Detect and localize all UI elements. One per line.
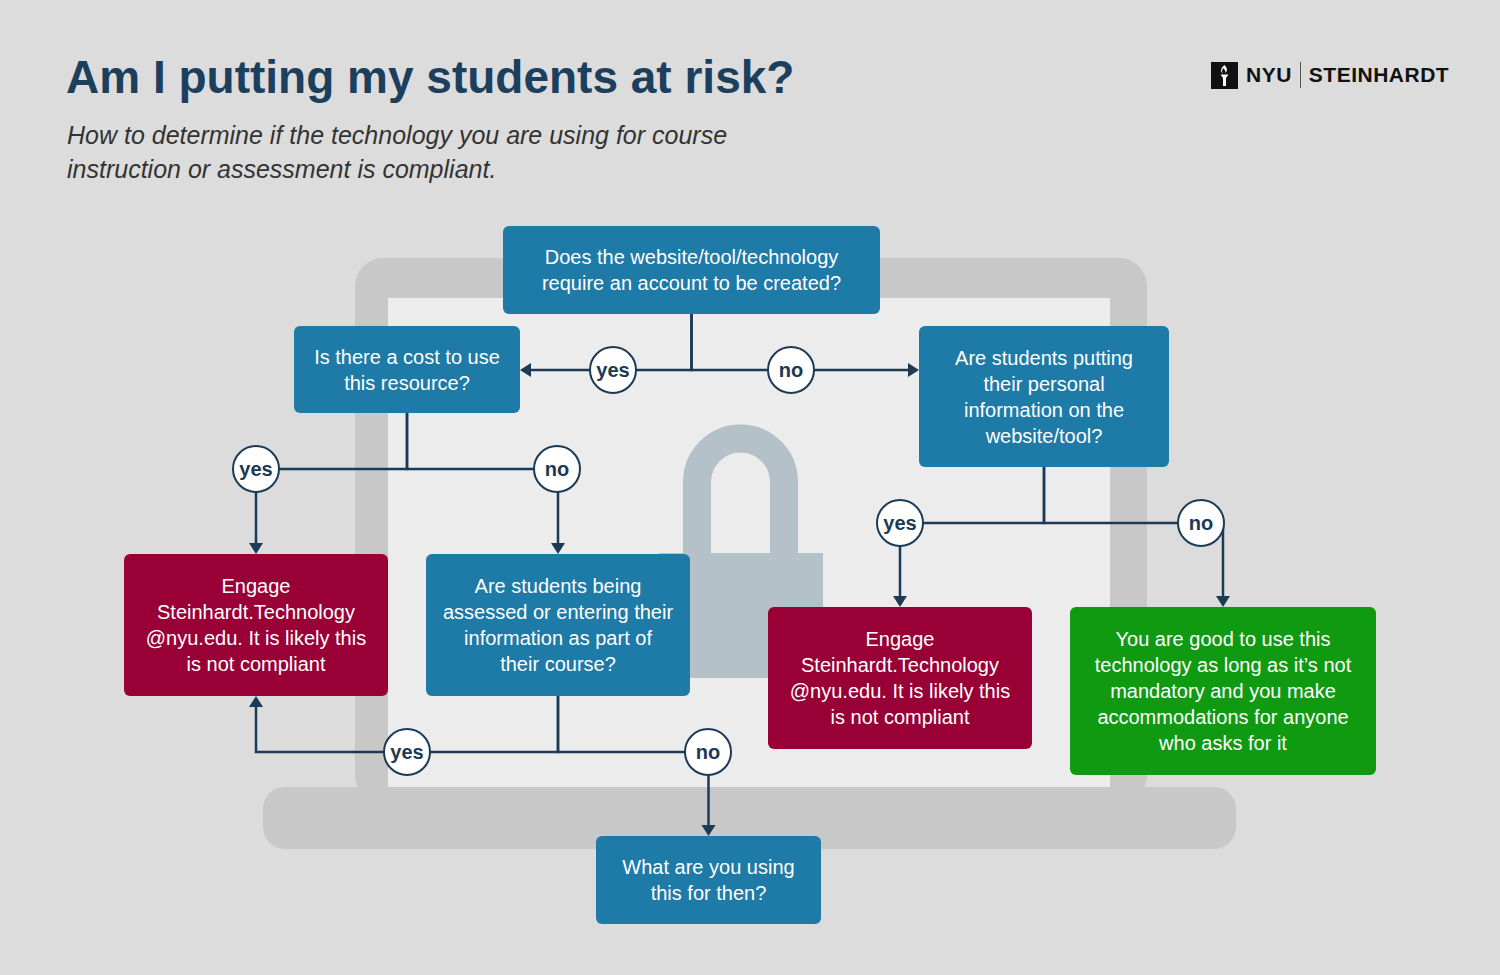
arrowhead — [520, 363, 531, 377]
torch-flame — [1221, 65, 1227, 74]
title: Am I putting my students at risk? — [66, 50, 794, 104]
edge-label-text: no — [696, 741, 720, 764]
caption: How to determine if the technology you a… — [67, 118, 827, 186]
node-text: Is there a cost to use this resource? — [310, 344, 504, 396]
edge-label-text: yes — [239, 458, 272, 481]
edge-label: yes — [383, 728, 431, 776]
edge-label-text: no — [779, 359, 803, 382]
warning-box: Engage Steinhardt.Technology @nyu.edu. I… — [124, 554, 388, 696]
edge-label: no — [1177, 499, 1225, 547]
arrowhead — [551, 543, 565, 554]
node-text: Engage Steinhardt.Technology @nyu.edu. I… — [140, 573, 372, 677]
edge-label-text: no — [545, 458, 569, 481]
logo-word: STEINHARDT — [1309, 63, 1449, 87]
connector — [1044, 467, 1230, 607]
edge-label-text: yes — [390, 741, 423, 764]
connector-line — [1044, 467, 1223, 596]
node-text: What are you using this for then? — [612, 854, 805, 906]
question-box: What are you using this for then? — [596, 836, 821, 924]
connector-line — [256, 413, 407, 543]
node-text: Engage Steinhardt.Technology @nyu.edu. I… — [784, 626, 1016, 730]
edge-label-text: yes — [883, 512, 916, 535]
logo: NYU STEINHARDT — [1211, 60, 1449, 90]
torch-ground — [1211, 62, 1238, 89]
warning-box: Engage Steinhardt.Technology @nyu.edu. I… — [768, 607, 1032, 749]
outcome-box: You are good to use this technology as l… — [1070, 607, 1376, 775]
node-text: Are students being assessed or entering … — [442, 573, 674, 677]
decision-box: Are students being assessed or entering … — [426, 554, 690, 696]
decision-box: Are students putting their personal info… — [919, 326, 1169, 467]
torch-handle — [1221, 74, 1229, 86]
arrowhead — [893, 596, 907, 607]
decision-box: Is there a cost to use this resource? — [294, 326, 520, 413]
lock-shackle — [697, 439, 784, 557]
edge-label: no — [684, 728, 732, 776]
edge-label: no — [533, 445, 581, 493]
arrowhead — [1216, 596, 1230, 607]
arrowhead — [908, 363, 919, 377]
node-text: You are good to use this technology as l… — [1086, 626, 1360, 756]
torch-icon — [1211, 62, 1238, 89]
node-text: Are students putting their personal info… — [935, 345, 1153, 449]
edge-label: yes — [589, 346, 637, 394]
edge-label: no — [767, 346, 815, 394]
arrowhead — [702, 825, 716, 836]
node-text: Does the website/tool/technology require… — [519, 244, 864, 296]
arrowhead — [249, 543, 263, 554]
edge-label: yes — [232, 445, 280, 493]
edge-label-text: yes — [596, 359, 629, 382]
decision-box: Does the website/tool/technology require… — [503, 226, 880, 314]
edge-label: yes — [876, 499, 924, 547]
arrowhead — [249, 696, 263, 707]
logo-word: NYU — [1246, 63, 1292, 87]
edge-label-text: no — [1189, 512, 1213, 535]
logo-divider — [1300, 62, 1301, 88]
